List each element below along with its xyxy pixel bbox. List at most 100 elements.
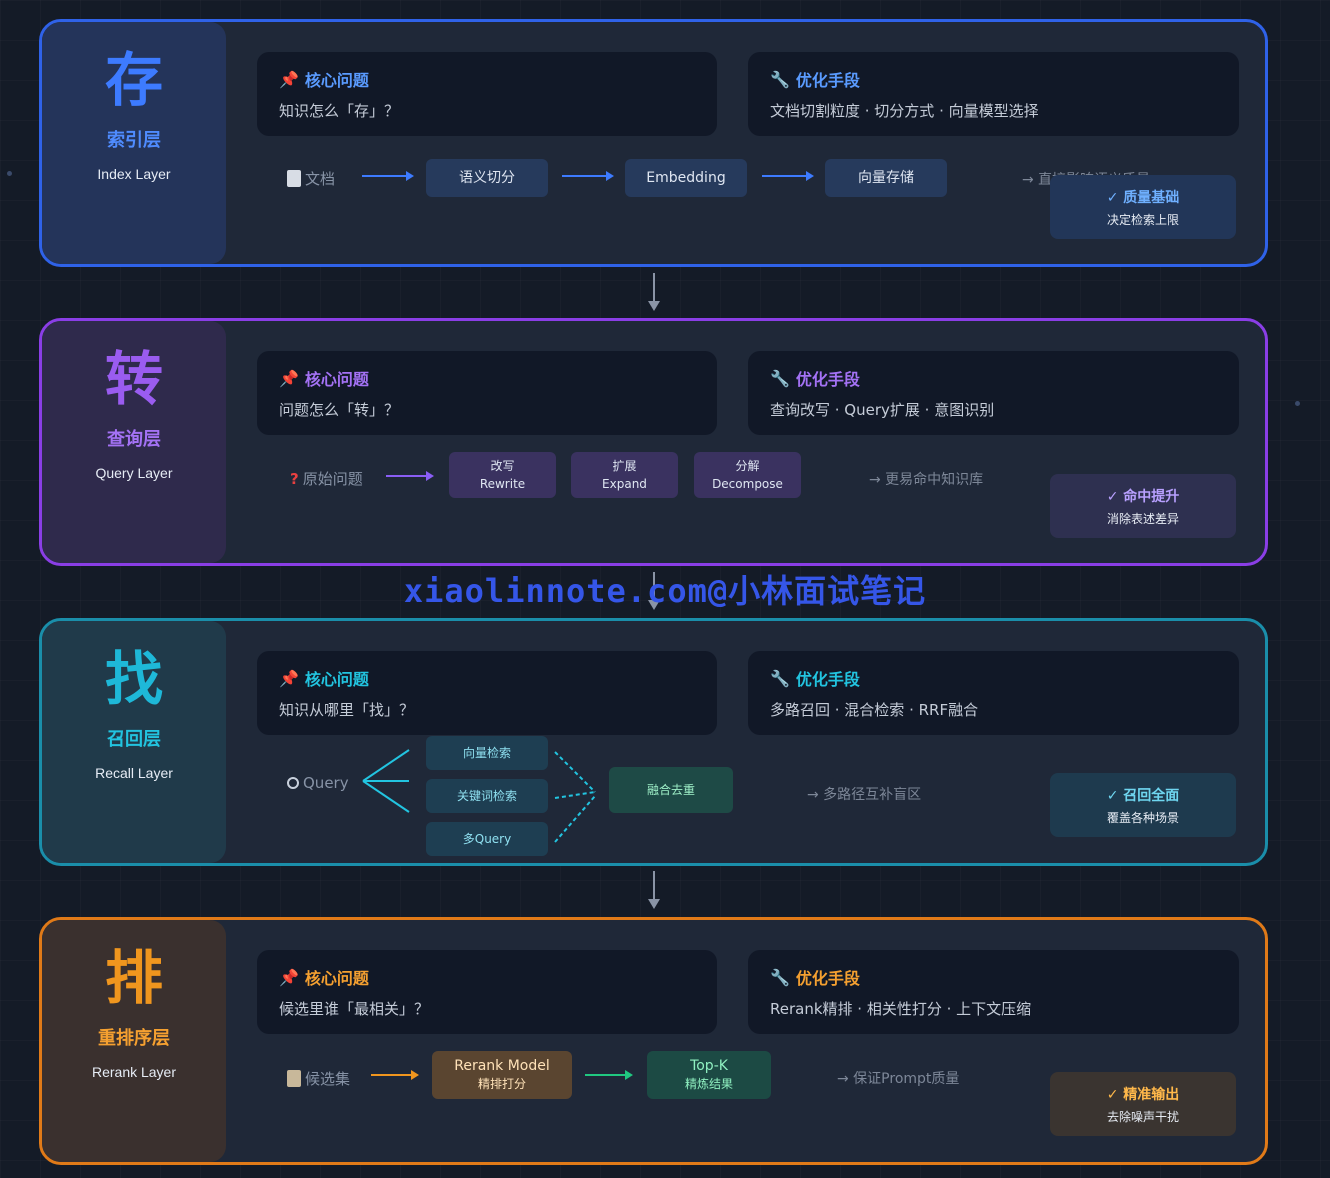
- card-title: 核心问题: [304, 969, 369, 988]
- card-body: 候选里谁「最相关」？: [279, 1000, 430, 1018]
- source-label: Query: [303, 774, 349, 792]
- card-title: 优化手段: [795, 969, 860, 988]
- badge-subtitle: 决定检索上限: [1106, 212, 1179, 227]
- card-body: Rerank精排 · 相关性打分 · 上下文压缩: [770, 1000, 1032, 1018]
- badge-title: ✓ 命中提升: [1106, 488, 1180, 505]
- flow-step: 改写 Rewrite: [449, 452, 556, 498]
- layer-label-panel: 存 索引层 Index Layer: [42, 22, 226, 264]
- step-en: Rewrite: [479, 477, 526, 491]
- step-en: Decompose: [712, 477, 783, 491]
- pin-icon: 📌: [279, 668, 299, 688]
- arrow-right-icon: [362, 171, 414, 181]
- card-title: 优化手段: [795, 71, 860, 90]
- decor-dot: [1295, 401, 1300, 406]
- badge-title: ✓ 召回全面: [1106, 787, 1180, 804]
- layer-en-name: Query Layer: [95, 465, 173, 481]
- core-question-card: 📌核心问题 知识从哪里「找」？: [257, 651, 717, 735]
- flow-source: 文档: [287, 168, 335, 189]
- index-layer: 存 索引层 Index Layer 📌核心问题 知识怎么「存」？ 🔧优化手段 文…: [39, 19, 1268, 267]
- branch-step: 向量检索: [426, 736, 548, 770]
- layer-en-name: Rerank Layer: [91, 1064, 177, 1080]
- question-mark-icon: ?: [290, 469, 299, 488]
- step-en: Expand: [602, 477, 647, 491]
- wrench-icon: 🔧: [770, 967, 790, 987]
- flow-step: 向量存储: [825, 159, 947, 197]
- card-body: 问题怎么「转」？: [279, 401, 400, 419]
- arrow-down-icon: [648, 273, 660, 311]
- fan-in-connector: [554, 751, 596, 843]
- flow-source: ? 原始问题: [290, 468, 363, 489]
- step-sub: 精排打分: [477, 1077, 526, 1091]
- layer-en-name: Recall Layer: [95, 765, 173, 781]
- pin-icon: 📌: [279, 368, 299, 388]
- pin-icon: 📌: [279, 967, 299, 987]
- flow-step: 语义切分: [426, 159, 548, 197]
- step-cn: 扩展: [612, 459, 637, 473]
- badge-subtitle: 覆盖各种场景: [1106, 810, 1179, 825]
- step-cn: 改写: [490, 459, 515, 473]
- layer-label-panel: 排 重排序层 Rerank Layer: [42, 920, 226, 1162]
- flow-step: 扩展 Expand: [571, 452, 678, 498]
- core-question-card: 📌 核心问题 问题怎么「转」？: [257, 351, 717, 435]
- result-badge: ✓ 召回全面 覆盖各种场景: [1050, 773, 1236, 837]
- card-title: 核心问题: [304, 370, 369, 389]
- decor-dot: [7, 171, 12, 176]
- card-body: 查询改写 · Query扩展 · 意图识别: [770, 401, 995, 419]
- core-question-card: 📌 核心问题 候选里谁「最相关」？: [257, 950, 717, 1034]
- arrow-right-icon: [386, 471, 434, 481]
- arrow-right-icon: [585, 1070, 633, 1080]
- badge-title: ✓ 精准输出: [1106, 1086, 1180, 1103]
- step-title: Top-K: [690, 1058, 728, 1074]
- layer-label-panel: 转 查询层 Query Layer: [42, 321, 226, 563]
- flow: Query 向量检索 关键词检索 多Query 融合去重 → 多路径互补盲区: [257, 734, 1237, 859]
- flow-source: Query: [287, 774, 349, 792]
- layer-char: 存: [104, 46, 163, 114]
- badge-subtitle: 去除噪声干扰: [1106, 1109, 1179, 1124]
- fan-out-connector: [362, 749, 410, 813]
- step-title: Rerank Model: [454, 1058, 550, 1074]
- wrench-icon: 🔧: [770, 69, 790, 89]
- step-cn: 分解: [735, 459, 760, 473]
- layer-char: 排: [104, 944, 163, 1012]
- pin-icon: 📌: [279, 69, 299, 89]
- flow-step: Top-K 精炼结果: [647, 1051, 771, 1099]
- arrow-down-icon: [648, 871, 660, 909]
- step-sub: 精炼结果: [684, 1077, 733, 1091]
- badge-subtitle: 消除表述差异: [1106, 511, 1179, 526]
- flow-step: Rerank Model 精排打分: [432, 1051, 572, 1099]
- branch-step: 多Query: [426, 822, 548, 856]
- clipboard-icon: [287, 1070, 301, 1087]
- recall-layer: 找 召回层 Recall Layer 📌核心问题 知识从哪里「找」？ 🔧优化手段…: [39, 618, 1268, 866]
- flow: 候选集 Rerank Model 精排打分 Top-K 精炼结果 → 保证Pro…: [257, 1050, 1237, 1160]
- card-body: 文档切割粒度 · 切分方式 · 向量模型选择: [770, 102, 1039, 120]
- badge-title: ✓ 质量基础: [1106, 189, 1180, 206]
- arrow-right-icon: [371, 1070, 419, 1080]
- card-title: 核心问题: [304, 670, 369, 689]
- flow-step: 分解 Decompose: [694, 452, 801, 498]
- wrench-icon: 🔧: [770, 368, 790, 388]
- optimization-card: 🔧 优化手段 文档切割粒度 · 切分方式 · 向量模型选择: [748, 52, 1239, 136]
- card-body: 多路召回 · 混合检索 · RRF融合: [770, 701, 979, 719]
- layer-label-panel: 找 召回层 Recall Layer: [42, 621, 226, 863]
- card-title: 优化手段: [795, 370, 860, 389]
- core-question-card: 📌核心问题 知识怎么「存」？: [257, 52, 717, 136]
- source-label: 候选集: [305, 1070, 351, 1088]
- layer-cn-name: 索引层: [107, 130, 161, 151]
- arrow-down-icon: [648, 572, 660, 610]
- optimization-card: 🔧优化手段 多路召回 · 混合检索 · RRF融合: [748, 651, 1239, 735]
- layer-cn-name: 召回层: [107, 729, 161, 750]
- flow-note: → 保证Prompt质量: [837, 1071, 960, 1087]
- flow-step: Embedding: [625, 159, 747, 197]
- arrow-right-icon: [562, 171, 614, 181]
- card-title: 核心问题: [304, 71, 369, 90]
- arrow-right-icon: [762, 171, 814, 181]
- flow-note: → 多路径互补盲区: [807, 787, 922, 803]
- flow-source: 候选集: [287, 1068, 350, 1089]
- layer-cn-name: 重排序层: [98, 1028, 170, 1049]
- merge-step: 融合去重: [609, 767, 733, 813]
- flow: ? 原始问题 改写 Rewrite 扩展 Expand 分解 Decompose…: [257, 451, 1237, 561]
- optimization-card: 🔧 优化手段 查询改写 · Query扩展 · 意图识别: [748, 351, 1239, 435]
- watermark: xiaolinnote.com@小林面试笔记: [403, 572, 927, 610]
- result-badge: ✓ 精准输出 去除噪声干扰: [1050, 1072, 1236, 1136]
- layer-char: 转: [104, 345, 163, 413]
